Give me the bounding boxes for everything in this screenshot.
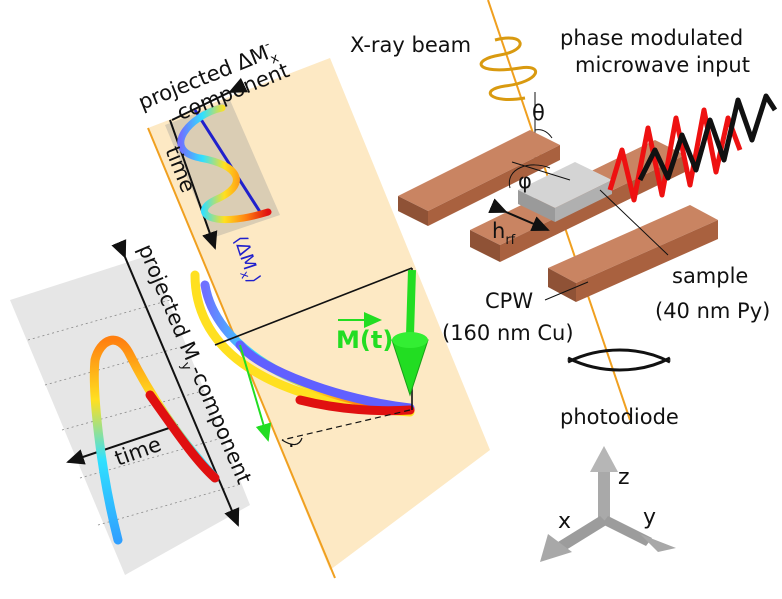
phase-label-line2: microwave input <box>575 53 750 77</box>
hrf-arrow <box>488 198 550 232</box>
cpw-label-line2: (160 nm Cu) <box>442 321 574 345</box>
axis-y-head <box>640 534 676 552</box>
cpw-leader <box>544 281 589 301</box>
right-angle-dot: · <box>288 434 295 458</box>
cpw-label-line1: CPW <box>485 289 533 313</box>
dm-average-sub: x <box>237 269 253 280</box>
magnetization-arrow-shaft <box>406 269 416 336</box>
photodiode-icon <box>567 348 671 372</box>
hrf-label-sub: rf <box>505 233 515 248</box>
coordinate-axes <box>540 446 676 562</box>
my-panel-axis <box>111 239 240 527</box>
phi-arc <box>508 164 551 189</box>
frame-line-top <box>214 267 413 346</box>
axis-x-label: x <box>558 509 571 534</box>
photodiode-label: photodiode <box>560 405 679 429</box>
microwave-black-wave <box>637 93 778 182</box>
mt-label: M(t) <box>336 326 393 354</box>
phase-label-line1: phase modulated <box>560 26 743 50</box>
cpw-strip-front <box>548 205 718 302</box>
hrf-label-main: h <box>492 219 505 243</box>
magnetization-arrow-base <box>392 332 428 348</box>
xray-beam-label: X-ray beam <box>350 33 471 57</box>
theta-label: θ <box>532 101 545 125</box>
axis-y-label: y <box>643 505 656 530</box>
dm-projection-panel <box>165 100 280 238</box>
dm-average-line <box>193 109 264 216</box>
axis-x-shaft <box>558 516 608 550</box>
precession-arc-inner <box>235 340 415 413</box>
projected-dm-sup: - <box>262 37 272 53</box>
phi-label: φ <box>518 169 532 193</box>
axis-x-head <box>540 534 572 562</box>
my-curve-tail <box>145 390 220 483</box>
time-arrow-left <box>66 424 179 465</box>
theta-arc <box>534 129 553 139</box>
right-angle-mark <box>281 437 303 446</box>
green-projection-line <box>239 344 272 442</box>
projection-dashed <box>281 409 411 441</box>
dm-curve <box>177 104 272 224</box>
axis-y-shaft <box>602 516 652 546</box>
axis-z-head <box>590 446 618 472</box>
dm-panel-axis <box>171 77 248 121</box>
sample-leader <box>599 189 669 256</box>
axis-z-label: z <box>618 465 630 490</box>
sample-label-line1: sample <box>672 264 748 288</box>
axis-z-shaft <box>598 470 610 522</box>
hrf-label: hrf <box>492 219 516 248</box>
xray-wave-packet <box>479 36 538 101</box>
phi-reference <box>511 161 571 181</box>
precession-arc-red <box>295 395 415 416</box>
sample-label-line2: (40 nm Py) <box>655 299 770 323</box>
